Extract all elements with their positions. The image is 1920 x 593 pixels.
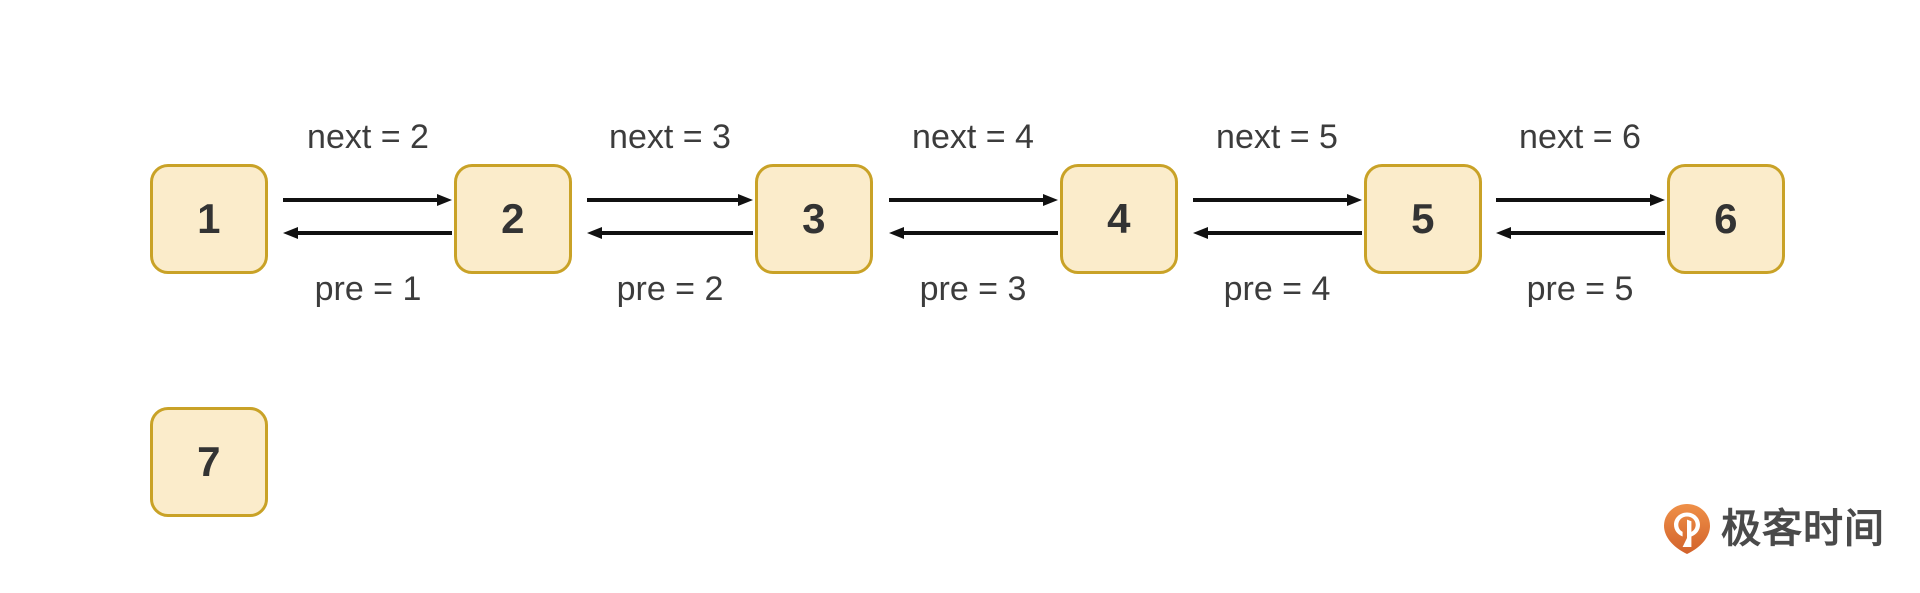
list-node-detached[interactable]: 7 [150, 407, 268, 517]
next-pointer-label: next = 3 [609, 118, 731, 156]
next-arrow-icon [587, 194, 753, 206]
pre-pointer-label: pre = 2 [616, 270, 724, 308]
brand-watermark: 极客时间 [1663, 503, 1885, 555]
pre-pointer-label: pre = 4 [1223, 270, 1331, 308]
brand-name: 极客时间 [1721, 507, 1885, 551]
next-pointer-label: next = 5 [1216, 118, 1338, 156]
next-pointer-label: next = 4 [912, 118, 1034, 156]
next-arrow-icon [889, 194, 1058, 206]
list-node[interactable]: 5 [1364, 164, 1482, 274]
list-node[interactable]: 6 [1667, 164, 1785, 274]
node-label: 5 [1411, 195, 1435, 242]
pre-pointer-label: pre = 3 [919, 270, 1027, 308]
next-pointer-label: next = 6 [1519, 118, 1641, 156]
list-node[interactable]: 4 [1060, 164, 1178, 274]
pre-arrow-icon [1193, 227, 1362, 239]
node-label: 1 [197, 195, 221, 242]
node-label: 3 [802, 195, 826, 242]
pre-arrow-icon [587, 227, 753, 239]
next-arrow-icon [1496, 194, 1665, 206]
list-node[interactable]: 2 [454, 164, 572, 274]
next-arrow-icon [283, 194, 452, 206]
list-node[interactable]: 1 [150, 164, 268, 274]
pre-arrow-icon [889, 227, 1058, 239]
next-pointer-label: next = 2 [307, 118, 429, 156]
pre-pointer-label: pre = 5 [1526, 270, 1634, 308]
pre-arrow-icon [1496, 227, 1665, 239]
pre-arrow-icon [283, 227, 452, 239]
node-label: 6 [1714, 195, 1738, 242]
next-arrow-icon [1193, 194, 1362, 206]
list-node[interactable]: 3 [755, 164, 873, 274]
node-label: 4 [1107, 195, 1131, 242]
pre-pointer-label: pre = 1 [314, 270, 422, 308]
node-label: 2 [501, 195, 525, 242]
geektime-pin-icon [1664, 504, 1710, 554]
node-label: 7 [197, 438, 221, 485]
